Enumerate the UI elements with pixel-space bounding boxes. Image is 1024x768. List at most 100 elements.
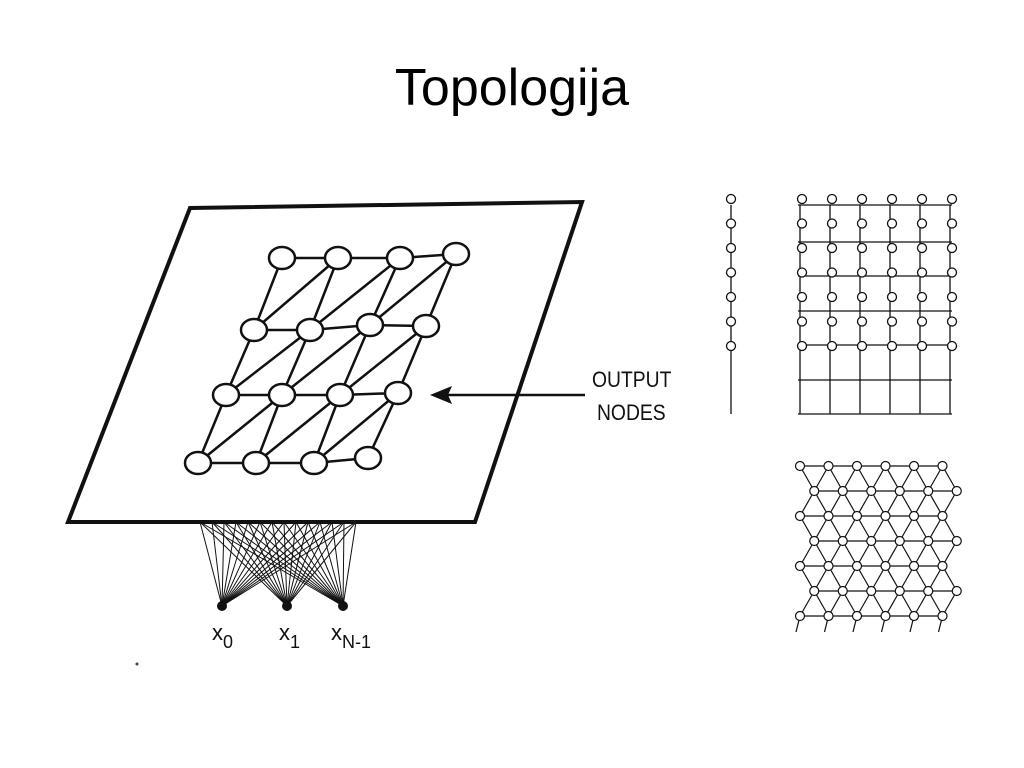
output-node — [211, 382, 241, 408]
lattice-edge — [253, 257, 339, 331]
output-node — [383, 380, 413, 406]
tri-node — [894, 485, 905, 497]
grid-node — [856, 218, 868, 229]
tri-node — [866, 485, 877, 497]
output-node — [441, 241, 471, 267]
input-connection — [319, 521, 344, 607]
lattice-edge — [339, 325, 427, 396]
tri-node — [880, 510, 891, 522]
input-connection — [211, 521, 223, 607]
input-connection — [342, 521, 345, 607]
output-nodes — [183, 241, 471, 476]
tri-node — [937, 510, 948, 522]
tri-node — [809, 585, 820, 597]
input-connection — [271, 521, 344, 607]
chain-topology — [725, 193, 737, 414]
tri-node — [866, 535, 877, 547]
input-connection — [331, 521, 344, 607]
grid-node — [946, 340, 958, 352]
grid-node — [796, 267, 808, 278]
grid-node — [916, 267, 928, 278]
input-label-x0: x0 — [212, 620, 233, 652]
tri-node — [823, 560, 834, 572]
lattice-edge — [225, 329, 311, 396]
tri-node — [951, 485, 962, 497]
input-connection — [235, 521, 344, 607]
grid-node — [886, 193, 898, 205]
tri-node — [823, 510, 834, 522]
output-node — [183, 450, 213, 476]
rectangular-grid-topology — [796, 193, 958, 415]
input-connections — [199, 521, 357, 607]
grid-node — [796, 242, 808, 254]
lattice-edge — [309, 257, 401, 331]
input-connection — [286, 521, 357, 607]
tri-node — [951, 535, 962, 547]
grid-node — [826, 242, 838, 254]
chain-node — [725, 242, 737, 254]
tri-node — [923, 585, 934, 597]
input-connection — [199, 521, 344, 607]
input-connection — [295, 521, 344, 607]
grid-node — [886, 316, 898, 327]
grid-node — [946, 316, 958, 327]
chain-node — [725, 193, 737, 205]
grid-node — [856, 291, 868, 303]
input-label-x1: x1 — [279, 620, 300, 652]
output-node — [267, 245, 297, 271]
tri-node — [908, 510, 920, 522]
input-connection — [286, 521, 309, 607]
lattice-edge — [313, 392, 399, 464]
tri-node — [837, 535, 848, 547]
lattice-edge — [252, 257, 284, 331]
tri-node — [851, 460, 863, 472]
tri-node — [880, 560, 891, 572]
grid-node — [886, 242, 898, 254]
input-connection — [259, 521, 344, 607]
output-node — [385, 245, 415, 271]
grid-node — [946, 218, 958, 229]
tri-node — [794, 510, 806, 522]
tri-node — [851, 510, 863, 522]
grid-node — [946, 242, 958, 254]
output-node — [325, 382, 355, 408]
output-node — [267, 382, 297, 408]
tri-node — [866, 585, 877, 597]
grid-node — [796, 340, 808, 352]
tri-node — [794, 560, 806, 572]
output-node — [299, 450, 329, 476]
lattice-edge — [255, 394, 341, 464]
input-connection — [199, 521, 223, 607]
tri-node — [923, 535, 934, 547]
grid-node — [916, 242, 928, 254]
grid-node — [886, 291, 898, 303]
tri-node — [837, 585, 848, 597]
output-nodes-arrow — [430, 386, 585, 404]
tri-node — [908, 460, 920, 472]
grid-node — [856, 316, 868, 327]
lattice-edge — [281, 324, 371, 396]
input-label-xn1: xN-1 — [331, 620, 371, 652]
tri-node — [851, 560, 863, 572]
input-nodes — [217, 601, 348, 611]
tri-node — [809, 485, 820, 497]
lattice-edge — [197, 394, 283, 464]
tri-node — [809, 535, 820, 547]
chain-node — [725, 267, 737, 278]
grid-node — [946, 267, 958, 278]
tri-node — [937, 560, 948, 572]
grid-node — [856, 193, 868, 205]
grid-node — [856, 242, 868, 254]
tri-node — [908, 610, 920, 622]
output-node — [323, 245, 353, 271]
grid-node — [856, 340, 868, 352]
tri-node — [923, 485, 934, 497]
input-connection — [283, 521, 288, 607]
chain-node — [725, 291, 737, 303]
tri-node — [880, 610, 891, 622]
lattice-edge — [424, 253, 458, 327]
grid-node — [886, 267, 898, 278]
tri-node — [894, 535, 905, 547]
tri-node — [837, 485, 848, 497]
stray-dot — [135, 662, 139, 666]
